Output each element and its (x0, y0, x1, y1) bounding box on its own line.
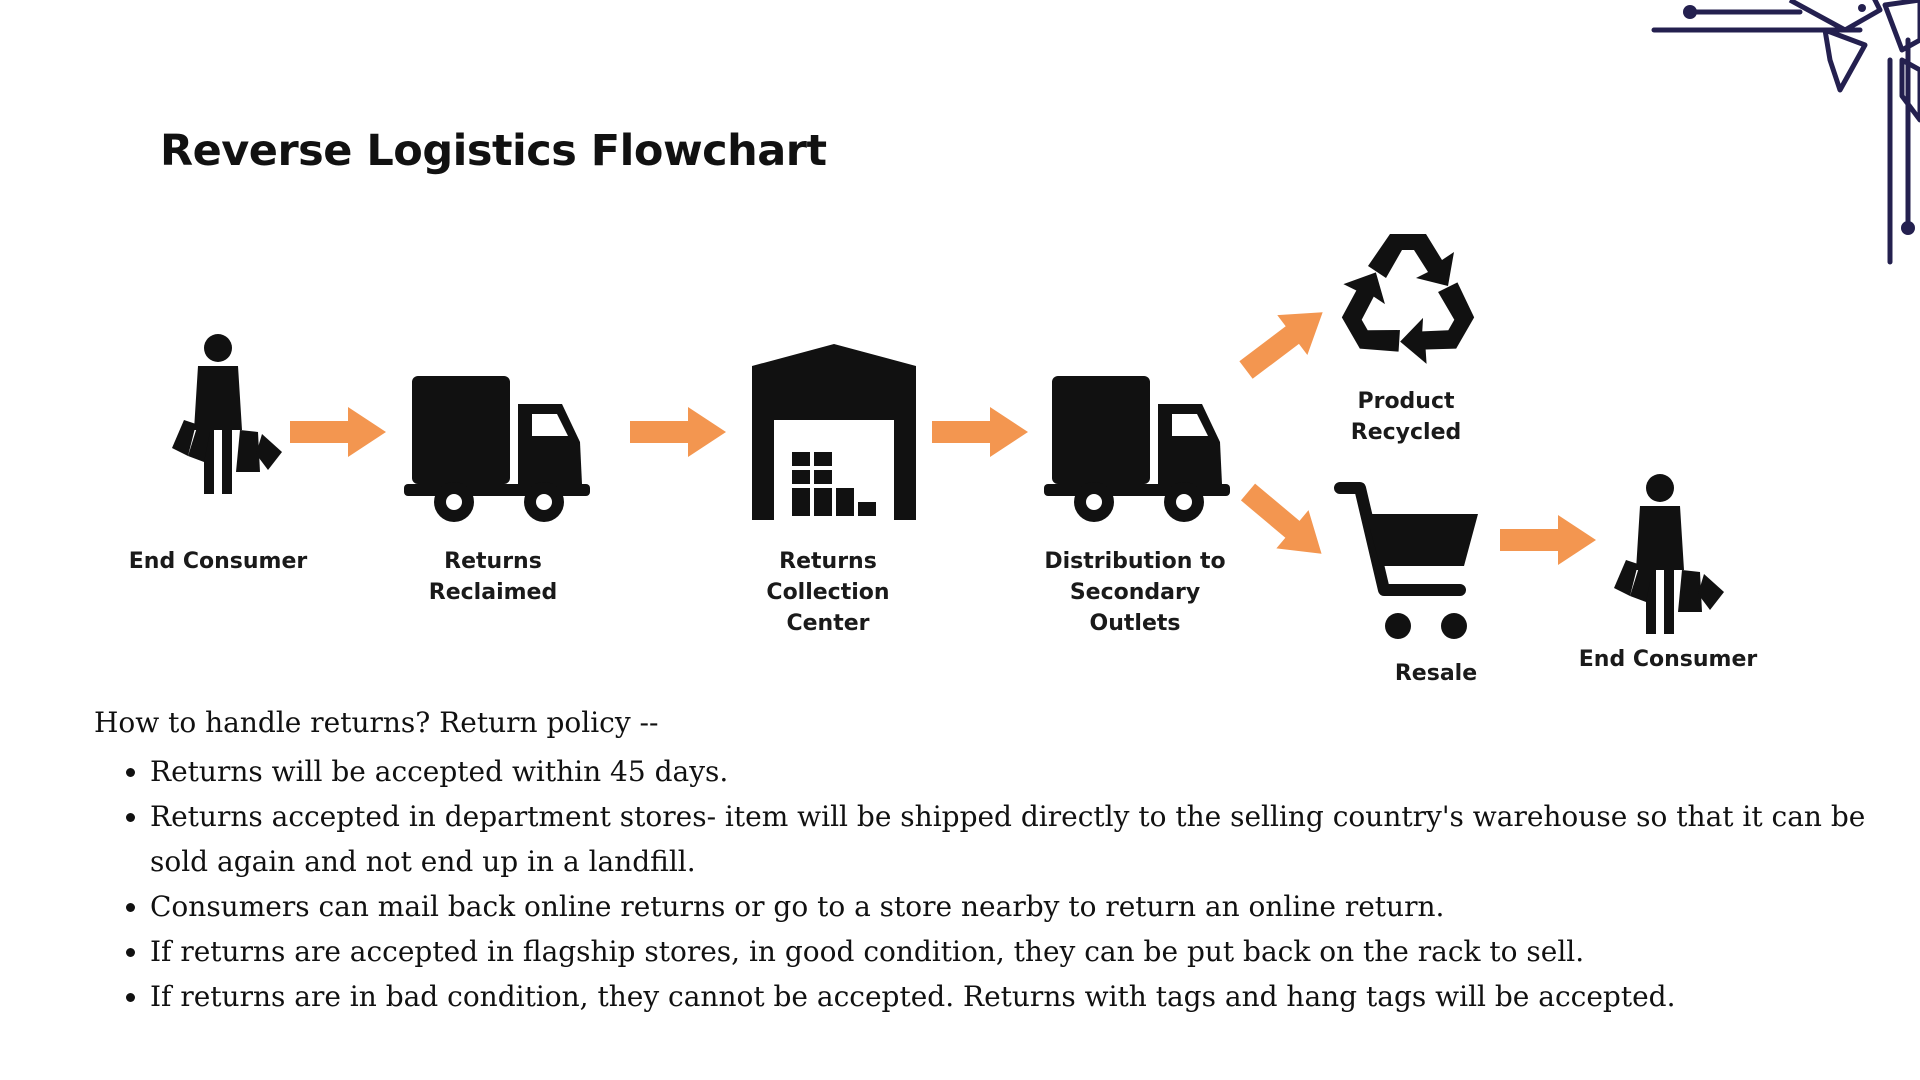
shopping-cart-icon (1334, 482, 1478, 639)
flow-arrow (630, 407, 726, 457)
policy-item: If returns are accepted in flagship stor… (150, 929, 1874, 974)
node-label-end-consumer-start: End Consumer (128, 549, 308, 574)
policy-list: Returns will be accepted within 45 days.… (94, 749, 1874, 1019)
policy-item: If returns are in bad condition, they ca… (150, 974, 1874, 1019)
node-label-returns-reclaimed: Returns Reclaimed (428, 549, 558, 605)
delivery-truck-icon (1044, 376, 1230, 522)
flow-arrow (1231, 472, 1338, 573)
node-label-returns-collection-center: Returns Collection Center (766, 549, 890, 636)
shopper-with-bags-icon (1614, 474, 1724, 634)
shopper-with-bags-icon (172, 334, 282, 494)
node-label-product-recycled: Product Recycled (1350, 389, 1462, 445)
flowchart-diagram (172, 234, 1724, 639)
node-label-resale: Resale (1394, 661, 1478, 686)
flow-arrow (1500, 515, 1596, 565)
node-label-end-consumer-end: End Consumer (1578, 647, 1758, 672)
flow-arrow (932, 407, 1028, 457)
recycle-icon (1341, 234, 1475, 364)
policy-item: Returns will be accepted within 45 days. (150, 749, 1874, 794)
policy-item: Consumers can mail back online returns o… (150, 884, 1874, 929)
policy-intro: How to handle returns? Return policy -- (94, 706, 659, 739)
corner-ornament (1651, 0, 1920, 265)
page-title: Reverse Logistics Flowchart (160, 126, 827, 176)
flow-arrow (1230, 292, 1338, 390)
flow-arrow (290, 407, 386, 457)
return-policy-section: How to handle returns? Return policy -- … (94, 704, 1874, 1019)
node-label-distribution-secondary: Distribution to Secondary Outlets (1044, 549, 1226, 636)
warehouse-icon (752, 344, 916, 520)
policy-item: Returns accepted in department stores- i… (150, 794, 1874, 884)
delivery-truck-icon (404, 376, 590, 522)
